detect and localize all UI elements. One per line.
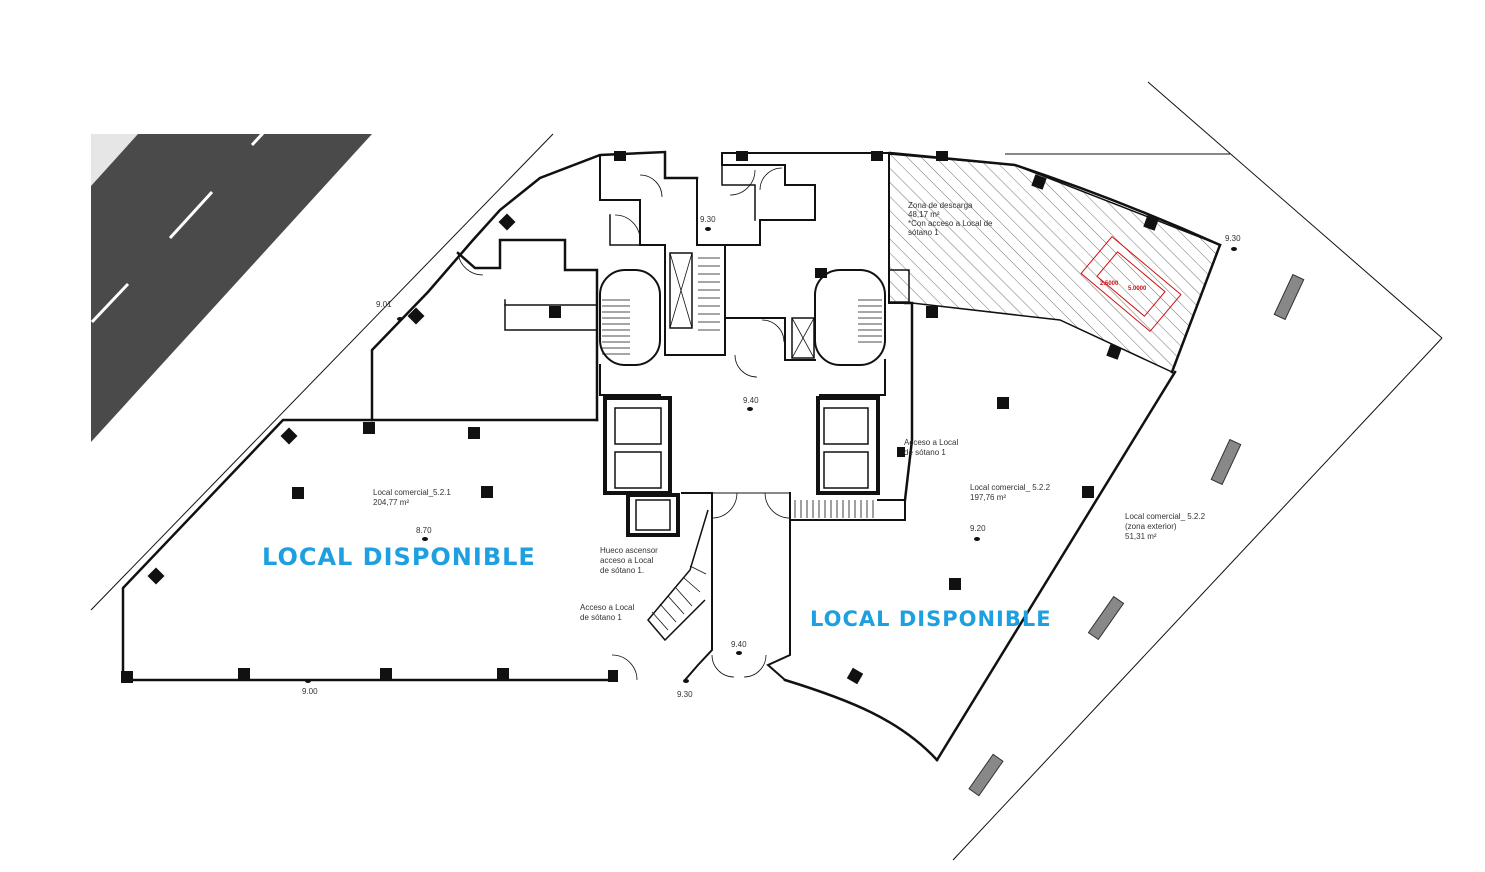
parking-dim-1: 2.5000 [1100, 281, 1119, 287]
level-930-top: 9.30 [700, 215, 716, 224]
road [90, 129, 372, 442]
hueco-ascensor-2: acceso a Local [600, 556, 654, 565]
parking-space-outline [1080, 235, 1182, 333]
exterior-parking [968, 273, 1305, 797]
descarga-label: Zona de descarga [908, 201, 973, 210]
level-900: 9.00 [302, 687, 318, 696]
level-940-center: 9.40 [743, 396, 759, 405]
walls [121, 150, 1222, 762]
local-521-area: 204,77 m² [373, 498, 409, 507]
local-522-name: Local comercial_ 5.2.2 [970, 483, 1051, 492]
parking-dim-2: 5.0000 [1128, 286, 1147, 292]
local-522-ext-area: 51,31 m² [1125, 532, 1157, 541]
acceso-sotano-left-2: de sótano 1 [580, 613, 622, 622]
local-disponible-left: LOCAL DISPONIBLE [262, 543, 536, 571]
stairs [602, 257, 882, 642]
level-930-bottom: 9.30 [677, 690, 693, 699]
local-522-area: 197,76 m² [970, 493, 1006, 502]
local-disponible-right: LOCAL DISPONIBLE [810, 607, 1052, 631]
descarga-note: *Con acceso a Local de [908, 219, 993, 228]
acceso-sotano-right-1: Acceso a Local [904, 438, 958, 447]
loading-zone [888, 153, 1221, 374]
descarga-note-2: sótano 1 [908, 228, 939, 237]
local-521-name: Local comercial_5.2.1 [373, 488, 451, 497]
level-901: 9.01 [376, 300, 392, 309]
local-522-ext-name: Local comercial_ 5.2.2 [1125, 512, 1206, 521]
door-swings [457, 167, 791, 681]
hueco-ascensor-1: Hueco ascensor [600, 546, 658, 555]
descarga-area: 48,17 m² [908, 210, 940, 219]
level-920: 9.20 [970, 524, 986, 533]
hueco-ascensor-3: de sótano 1. [600, 566, 644, 575]
site-boundary [90, 81, 1443, 861]
level-930-right: 9.30 [1225, 234, 1241, 243]
local-522-ext-sub: (zona exterior) [1125, 522, 1177, 531]
level-870: 8.70 [416, 526, 432, 535]
acceso-sotano-left-1: Acceso a Local [580, 603, 634, 612]
columns [121, 151, 1159, 685]
acceso-sotano-right-2: de sótano 1 [904, 448, 946, 457]
level-markers [305, 227, 1237, 683]
level-940-bottom: 9.40 [731, 640, 747, 649]
